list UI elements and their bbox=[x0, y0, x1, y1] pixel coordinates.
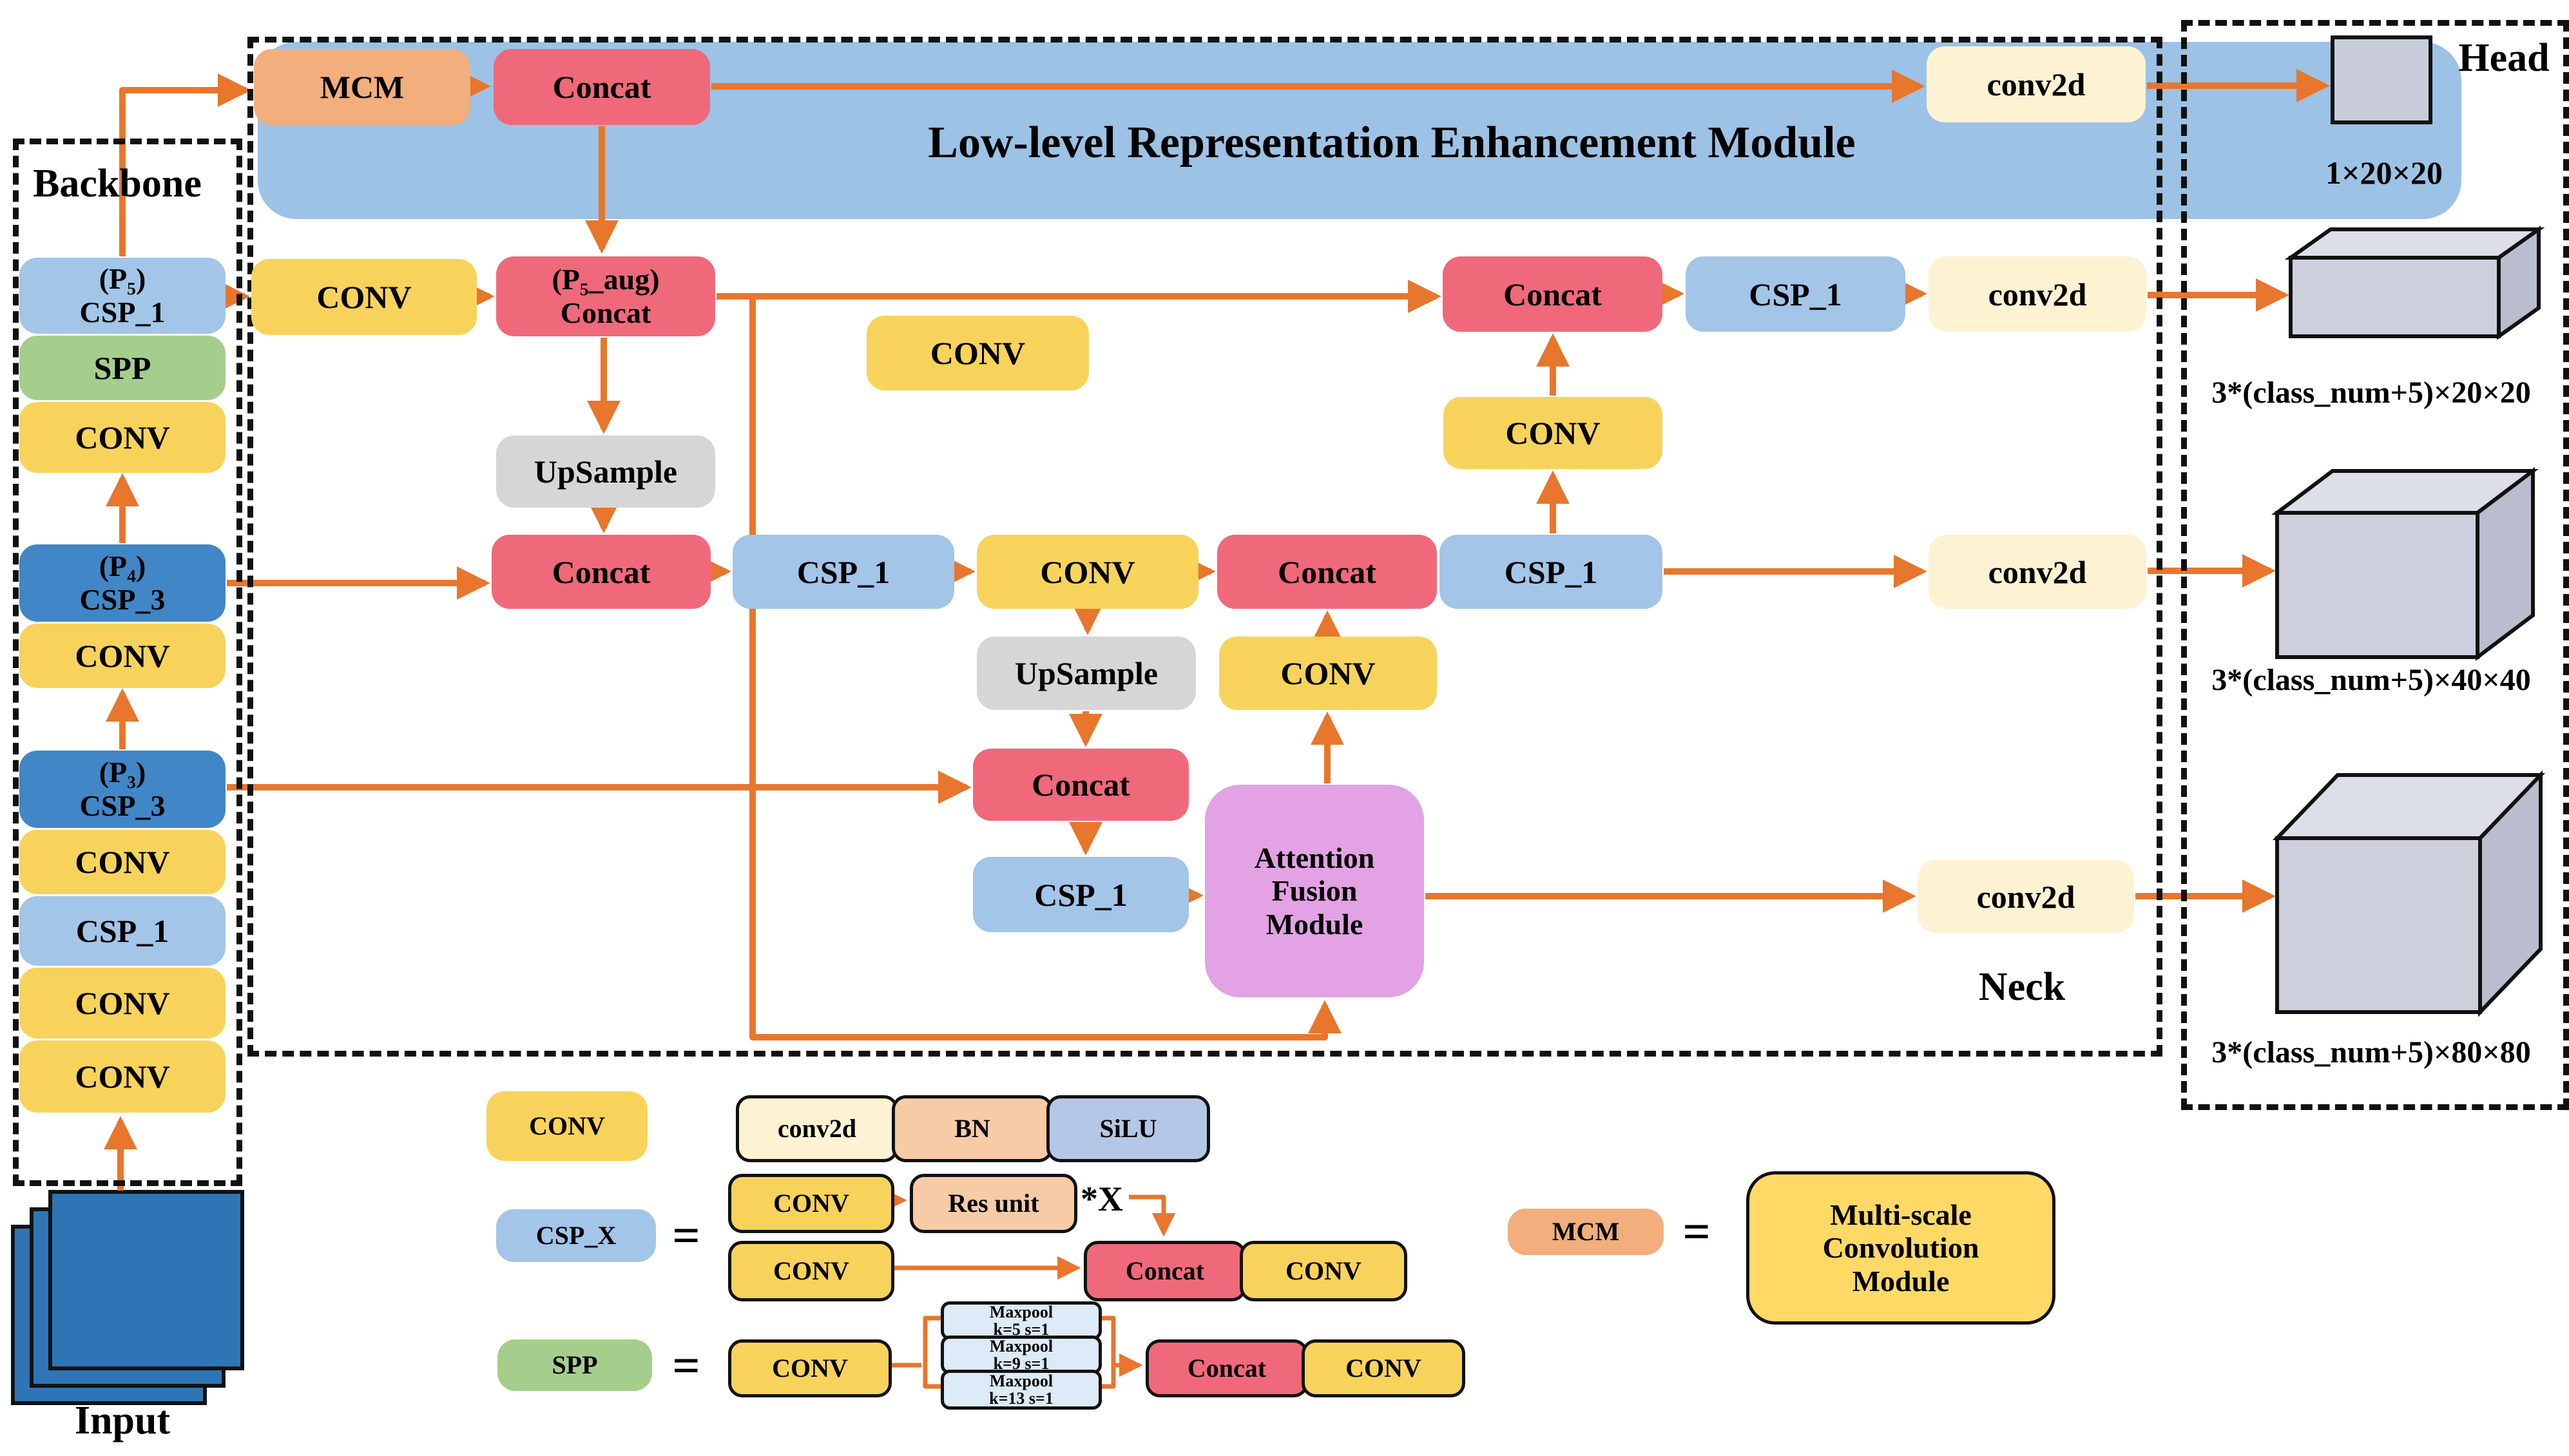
backbone-conv1-block: CONV bbox=[19, 402, 226, 473]
legend-mcm-equals: = bbox=[1682, 1204, 1711, 1259]
legend-spp-chip: SPP bbox=[497, 1339, 652, 1391]
neck-p5aug-concat-block: (P₅_aug) Concat bbox=[496, 256, 715, 336]
backbone-box bbox=[13, 139, 242, 1186]
head-out-40x40-label: 3*(class_num+5)×40×40 bbox=[2211, 662, 2531, 697]
backbone-p5-csp1-block: (P₅) CSP_1 bbox=[19, 258, 226, 334]
legend-bn-block: BN bbox=[892, 1095, 1053, 1162]
legend-maxpool5-block: Maxpool k=5 s=1 bbox=[941, 1301, 1102, 1340]
backbone-p3-csp3-block: (P₃) CSP_3 bbox=[19, 751, 226, 828]
legend-spp-conv-block: CONV bbox=[728, 1339, 892, 1397]
backbone-conv4-block: CONV bbox=[19, 968, 226, 1039]
mcm-block: MCM bbox=[254, 49, 470, 125]
neck-csp1-r2-block: CSP_1 bbox=[1686, 256, 1905, 332]
legend-cspx-conv-bottom-block: CONV bbox=[728, 1241, 894, 1301]
legend-cspx-conv-after-block: CONV bbox=[1240, 1241, 1407, 1301]
neck-conv-mid-block: CONV bbox=[1443, 397, 1662, 469]
neck-conv2d-r3-block: conv2d bbox=[1929, 535, 2146, 609]
input-label: Input bbox=[74, 1398, 171, 1442]
lrem-title: Low-level Representation Enhancement Mod… bbox=[928, 118, 1856, 168]
neck-upsample1-block: UpSample bbox=[496, 436, 715, 508]
legend-silu-block: SiLU bbox=[1046, 1095, 1210, 1162]
lrem-concat-block: Concat bbox=[494, 49, 710, 125]
output-map-1x20x20 bbox=[2331, 35, 2432, 124]
head-out-1x20x20-label: 1×20×20 bbox=[2325, 155, 2443, 191]
backbone-conv2-block: CONV bbox=[19, 624, 226, 688]
neck-conv2d-r2-block: conv2d bbox=[1929, 256, 2146, 332]
output-cuboid-20x20 bbox=[2284, 225, 2545, 340]
legend-conv-chip: CONV bbox=[486, 1091, 648, 1161]
legend-connectors bbox=[883, 1188, 1176, 1389]
backbone-csp1-block: CSP_1 bbox=[19, 896, 226, 966]
legend-conv2d-block: conv2d bbox=[736, 1095, 898, 1162]
legend-mcm-definition-box: Multi-scale Convolution Module bbox=[1746, 1171, 2055, 1325]
neck-concat-r3-block: Concat bbox=[492, 535, 711, 609]
neck-concat-r4-block: Concat bbox=[973, 749, 1189, 821]
head-out-20x20-label: 3*(class_num+5)×20×20 bbox=[2211, 375, 2531, 410]
neck-title: Neck bbox=[1978, 964, 2066, 1009]
legend-mcm-chip: MCM bbox=[1508, 1209, 1664, 1255]
legend-times-x-label: *X bbox=[1081, 1180, 1123, 1218]
backbone-conv3-block: CONV bbox=[19, 830, 226, 894]
head-out-80x80-label: 3*(class_num+5)×80×80 bbox=[2211, 1035, 2531, 1069]
neck-upsample2-block: UpSample bbox=[977, 637, 1196, 710]
head-box bbox=[2181, 20, 2569, 1110]
attention-fusion-module-block: Attention Fusion Module bbox=[1205, 785, 1424, 997]
legend-cspx-conv-top-block: CONV bbox=[728, 1174, 894, 1233]
neck-csp1-r4-block: CSP_1 bbox=[973, 857, 1189, 932]
legend-spp-equals: = bbox=[672, 1338, 700, 1393]
legend-spp-conv2-block: CONV bbox=[1302, 1339, 1465, 1397]
neck-concat-r3b-block: Concat bbox=[1217, 535, 1437, 609]
head-title: Head bbox=[2458, 35, 2550, 80]
input-image-stack bbox=[11, 1190, 244, 1405]
neck-conv-r3-block: CONV bbox=[977, 535, 1198, 609]
legend-maxpool13-block: Maxpool k=13 s=1 bbox=[941, 1370, 1102, 1410]
neck-csp1-r3-block: CSP_1 bbox=[733, 535, 954, 609]
neck-conv-r35-block: CONV bbox=[1219, 637, 1437, 710]
legend-cspx-chip: CSP_X bbox=[496, 1209, 656, 1262]
backbone-title: Backbone bbox=[33, 161, 202, 206]
legend-spp-concat-block: Concat bbox=[1146, 1339, 1308, 1397]
neck-conv2d-r5-block: conv2d bbox=[1918, 860, 2134, 933]
legend-res-unit-block: Res unit bbox=[910, 1174, 1077, 1233]
legend-maxpool9-block: Maxpool k=9 s=1 bbox=[941, 1336, 1102, 1374]
output-cube-40x40 bbox=[2271, 466, 2539, 662]
output-cube-80x80 bbox=[2272, 770, 2546, 1017]
backbone-conv5-block: CONV bbox=[19, 1040, 226, 1113]
backbone-spp-block: SPP bbox=[19, 336, 226, 400]
neck-conv-float-block: CONV bbox=[867, 316, 1089, 390]
neck-csp1-r3b-block: CSP_1 bbox=[1439, 535, 1662, 609]
legend-cspx-equals: = bbox=[672, 1208, 700, 1263]
neck-box bbox=[247, 37, 2162, 1057]
legend-cspx-concat-block: Concat bbox=[1084, 1241, 1246, 1301]
flow-arrows bbox=[104, 69, 2330, 1191]
lrem-conv2d-block: conv2d bbox=[1927, 46, 2146, 122]
neck-concat-r2-block: Concat bbox=[1443, 256, 1662, 332]
backbone-p4-csp3-block: (P₄) CSP_3 bbox=[19, 544, 226, 622]
neck-conv-in-block: CONV bbox=[251, 259, 477, 335]
